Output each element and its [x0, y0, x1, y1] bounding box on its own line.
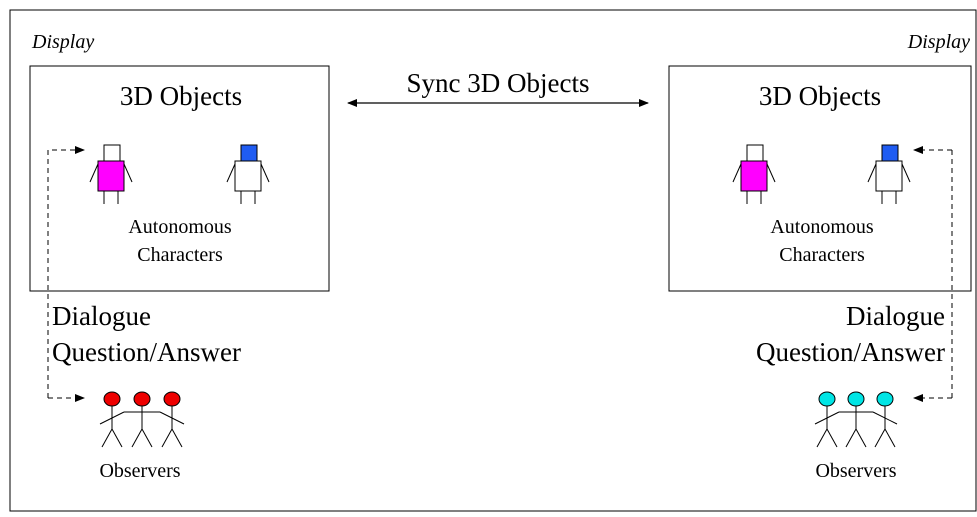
observer-group-right — [814, 391, 898, 448]
character-body — [740, 160, 768, 192]
characters-label-left-line2: Characters — [137, 244, 223, 266]
robot-icon — [226, 144, 270, 204]
dialogue-label-right-line2: Question/Answer — [756, 337, 945, 367]
observer-icon — [814, 391, 840, 448]
display-label-left: Display — [31, 31, 94, 53]
dialogue-connector-left-top — [47, 146, 85, 398]
sync-label: Sync 3D Objects — [407, 68, 590, 98]
observer-icon — [124, 391, 160, 448]
observer-icon — [872, 391, 898, 448]
characters-label-left-line1: Autonomous — [128, 216, 232, 238]
robot-icon — [732, 144, 776, 204]
robot-icon — [89, 144, 133, 204]
robot-icon — [867, 144, 911, 204]
dialogue-label-left-line2: Question/Answer — [52, 337, 241, 367]
dialogue-label-right-line1: Dialogue — [846, 301, 945, 331]
observer-icon — [159, 391, 185, 448]
dialogue-label-left-line1: Dialogue — [52, 301, 151, 331]
characters-label-right-line2: Characters — [779, 244, 865, 266]
outer-frame — [9, 9, 977, 512]
objects-title-right: 3D Objects — [759, 81, 881, 111]
observer-icon — [99, 391, 125, 448]
observer-icon — [839, 391, 873, 448]
objects-box-left — [29, 65, 330, 292]
objects-box-right — [668, 65, 972, 292]
character-head — [240, 144, 258, 162]
display-label-right: Display — [907, 31, 970, 53]
character-body — [97, 160, 125, 192]
observers-label-right: Observers — [815, 460, 896, 482]
objects-title-left: 3D Objects — [120, 81, 242, 111]
characters-label-right-line1: Autonomous — [770, 216, 874, 238]
observers-label-left: Observers — [99, 460, 180, 482]
character-head — [881, 144, 899, 162]
observer-group-left — [99, 391, 185, 448]
